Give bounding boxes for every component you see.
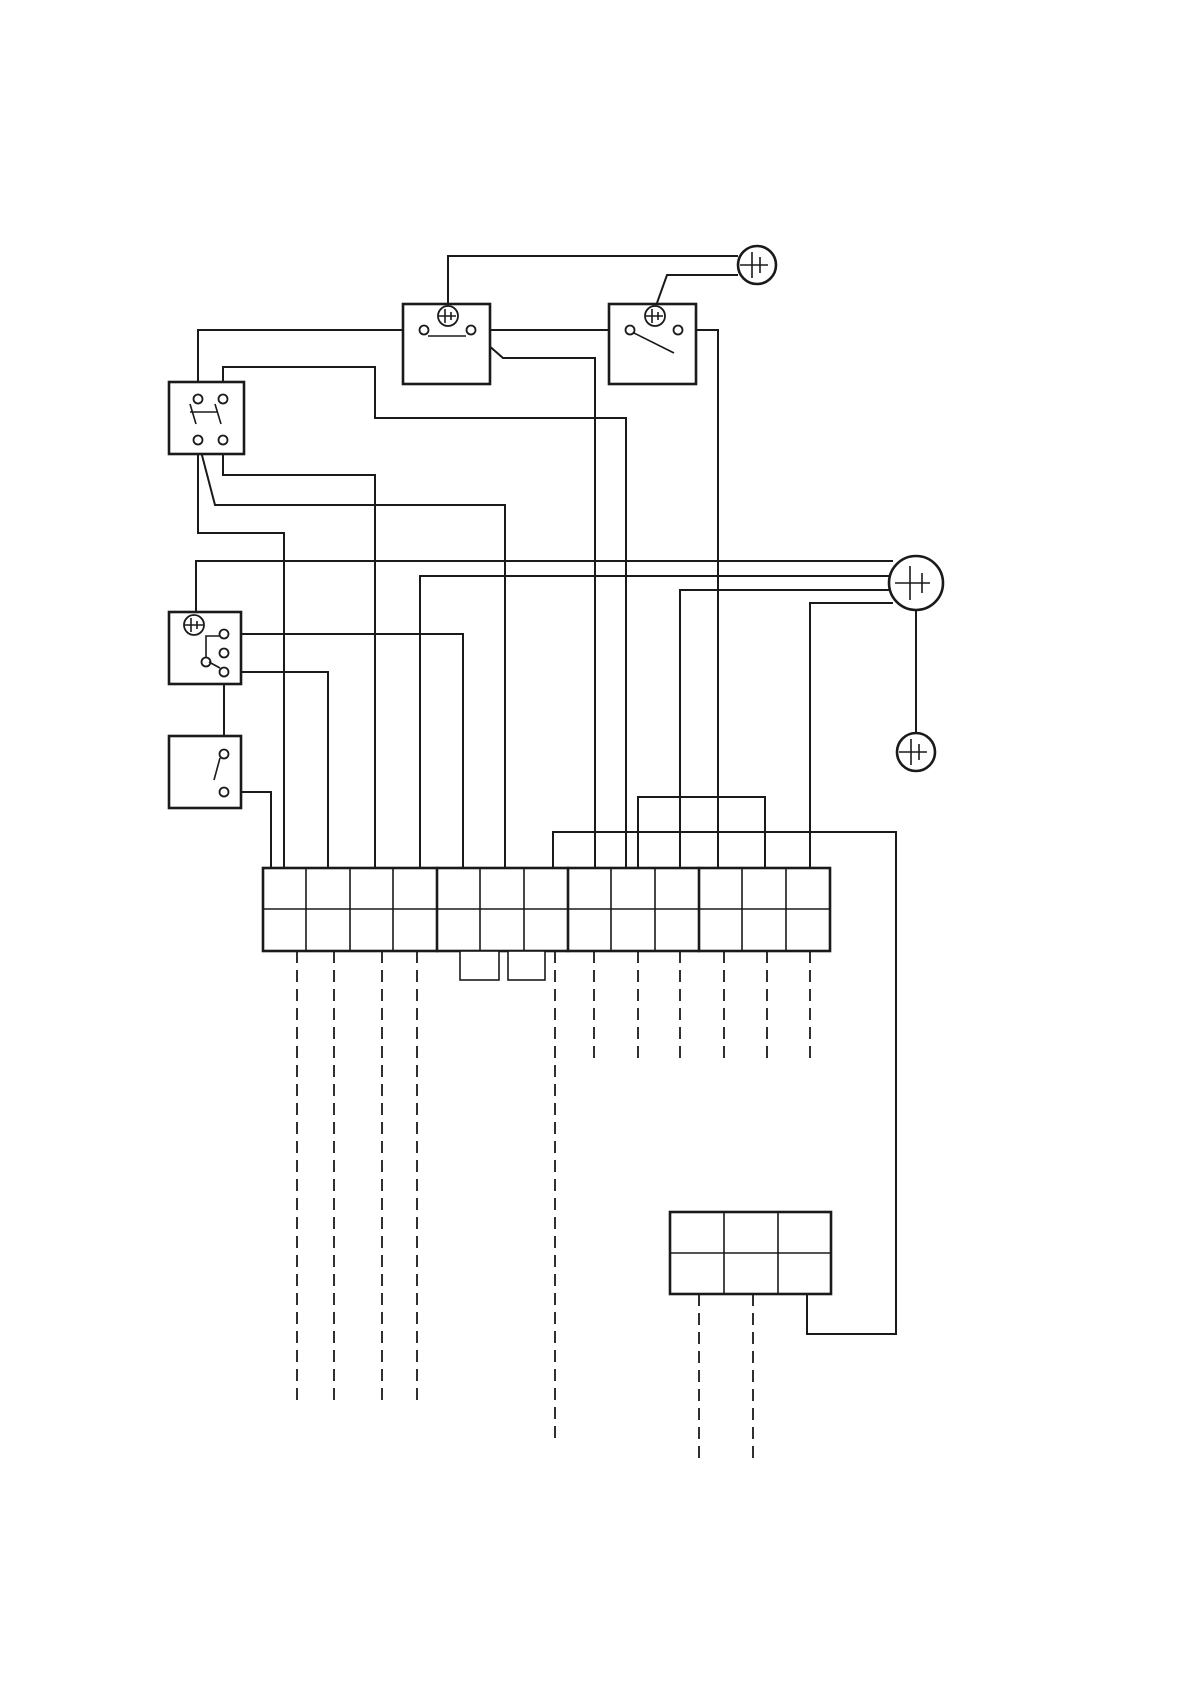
wire-gnd-main-c: [680, 590, 892, 868]
wire-relay-a: [224, 634, 463, 868]
ground-main: [889, 556, 943, 610]
wire-gnd-main-a: [196, 561, 892, 612]
switch-bottom-left: [169, 736, 241, 808]
wire-gnd-top-b: [657, 275, 737, 303]
wire-gnd-top-a: [448, 256, 737, 303]
wire-swb-right: [678, 330, 718, 868]
connector-main: [263, 868, 830, 980]
relay-changeover: [169, 612, 241, 684]
switch-top-right: [609, 304, 696, 384]
ground-bottom: [897, 733, 935, 771]
wire-gnd-main-b: [420, 576, 892, 868]
switch-top-left: [403, 304, 490, 384]
connector-small: [670, 1212, 831, 1294]
wire-gnd-main-d: [810, 603, 892, 868]
switch-double-pole: [169, 382, 244, 454]
wire-ds-bl-diag: [198, 440, 505, 868]
wires: [196, 256, 916, 1334]
ground-top: [738, 246, 776, 284]
wire-swa-out: [471, 330, 595, 868]
dashed-leads: [297, 951, 810, 1465]
